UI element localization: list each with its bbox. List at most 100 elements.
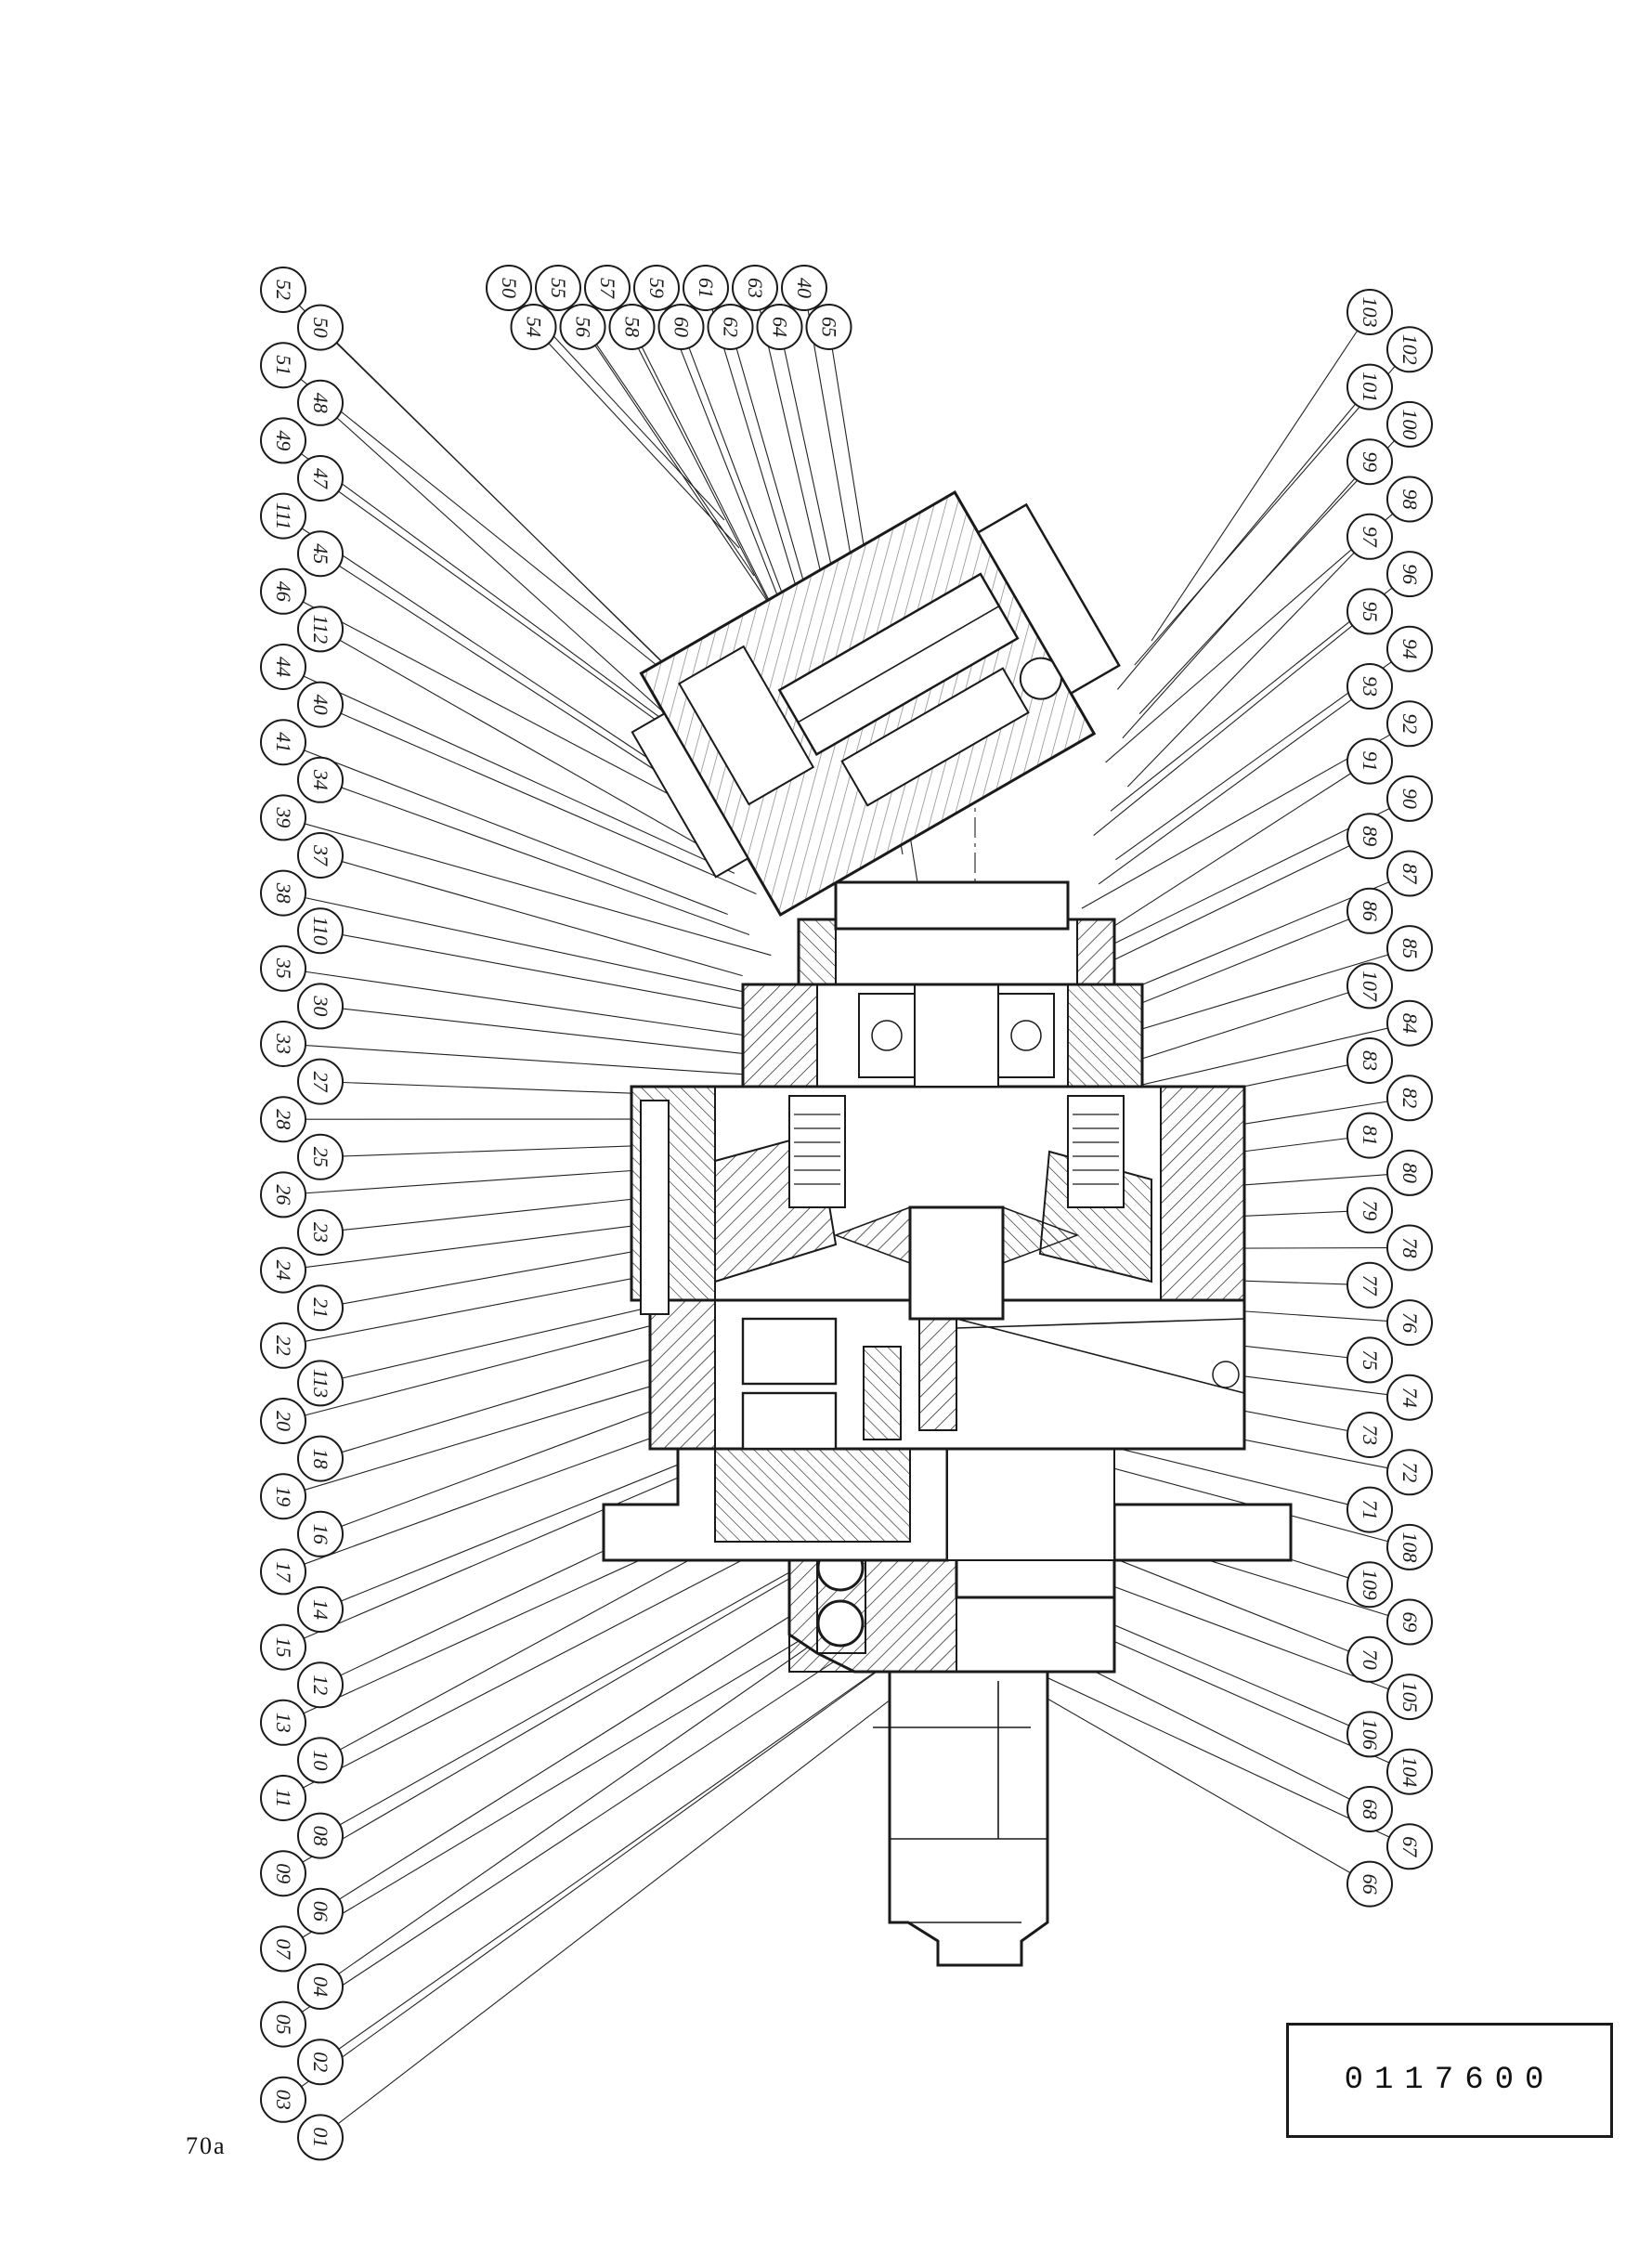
callout-circle	[1386, 326, 1433, 373]
callout-number: 106	[1359, 1719, 1382, 1750]
callout-58: 58	[608, 304, 656, 350]
callout-number: 81	[1359, 1126, 1382, 1146]
callout-109: 109	[1346, 1561, 1393, 1609]
callout-number: 08	[309, 1826, 332, 1846]
callout-08: 08	[297, 1812, 344, 1859]
callout-03: 03	[260, 2076, 306, 2123]
callout-number: 15	[272, 1637, 295, 1658]
callout-number: 110	[309, 917, 332, 945]
callout-number: 04	[309, 1976, 332, 1997]
callout-number: 70	[1359, 1649, 1382, 1670]
leader-line	[336, 417, 684, 731]
callout-circle	[1386, 400, 1433, 448]
callout-76: 76	[1386, 1299, 1433, 1347]
callout-66: 66	[1346, 1860, 1393, 1908]
leader-line	[1069, 845, 1350, 983]
callout-circle	[1386, 775, 1433, 822]
callout-28: 28	[260, 1096, 306, 1143]
callout-circle	[1346, 813, 1393, 860]
leader-line	[594, 345, 770, 605]
callout-95: 95	[1346, 588, 1393, 635]
callout-circle	[297, 1586, 344, 1633]
callout-circle	[1386, 1674, 1433, 1721]
callout-circle	[297, 1133, 344, 1180]
callout-circle	[297, 1661, 344, 1709]
callout-circle	[608, 304, 656, 350]
callout-circle	[260, 417, 306, 464]
callout-circle	[260, 2076, 306, 2123]
leader-line	[304, 749, 728, 916]
callout-99: 99	[1346, 438, 1393, 486]
callout-number: 76	[1398, 1312, 1422, 1333]
leader-line	[342, 1008, 779, 1059]
callout-number: 96	[1398, 564, 1422, 584]
callout-number: 28	[272, 1109, 295, 1129]
callout-11: 11	[260, 1775, 306, 1821]
callout-number: 58	[621, 317, 644, 337]
callout-circle	[1386, 1748, 1433, 1795]
leader-line	[339, 639, 714, 853]
callout-22: 22	[260, 1322, 306, 1369]
leader-line	[303, 675, 735, 874]
callout-circle	[1346, 1261, 1393, 1309]
leader-line	[1081, 734, 1391, 909]
callout-74: 74	[1386, 1374, 1433, 1421]
callout-number: 74	[1398, 1388, 1422, 1408]
callout-circle	[260, 1322, 306, 1369]
callout-circle	[260, 644, 306, 690]
callout-number: 71	[1359, 1500, 1382, 1520]
callout-number: 108	[1398, 1531, 1422, 1562]
callout-number: 10	[309, 1750, 332, 1770]
callout-number: 40	[309, 695, 332, 715]
callout-number: 48	[309, 393, 332, 413]
callout-number: 91	[1359, 751, 1382, 772]
callout-number: 113	[309, 1369, 332, 1398]
leader-line	[338, 1630, 934, 2050]
callout-02: 02	[297, 2039, 344, 2086]
leader-line	[570, 306, 755, 577]
leader-line	[1134, 366, 1396, 666]
callout-number: 57	[596, 278, 619, 299]
leader-line	[342, 934, 787, 1018]
callout-number: 69	[1398, 1612, 1422, 1633]
callout-24: 24	[260, 1246, 306, 1294]
callout-circle	[1386, 925, 1433, 972]
callout-number: 22	[272, 1335, 295, 1356]
callout-13: 13	[260, 1699, 306, 1746]
callout-number: 02	[309, 2052, 332, 2072]
callout-23: 23	[297, 1209, 344, 1256]
callout-number: 09	[272, 1863, 295, 1883]
callout-number: 103	[1359, 297, 1382, 328]
callout-38: 38	[260, 869, 306, 917]
callout-circle	[260, 1171, 306, 1218]
callout-25: 25	[297, 1133, 344, 1180]
callout-106: 106	[1346, 1711, 1393, 1758]
callout-70: 70	[1346, 1635, 1393, 1683]
callout-number: 78	[1398, 1238, 1422, 1258]
callout-circle	[297, 1058, 344, 1105]
callout-78: 78	[1386, 1224, 1433, 1271]
callout-circle	[1346, 1037, 1393, 1084]
callout-number: 26	[272, 1184, 295, 1205]
callout-89: 89	[1346, 813, 1393, 860]
callout-98: 98	[1386, 476, 1433, 523]
callout-circle	[297, 606, 344, 653]
callout-number: 12	[309, 1674, 332, 1695]
leader-line	[305, 1045, 801, 1079]
callout-circle	[584, 265, 631, 311]
callout-12: 12	[297, 1661, 344, 1709]
callout-circle	[297, 756, 344, 803]
callout-48: 48	[297, 379, 344, 426]
callout-63: 63	[732, 265, 778, 311]
leader-line	[302, 1528, 877, 1863]
callout-94: 94	[1386, 625, 1433, 672]
callout-77: 77	[1346, 1261, 1393, 1309]
callout-circle	[781, 265, 827, 311]
callout-number: 56	[572, 317, 595, 337]
callout-circle	[297, 304, 344, 351]
callout-circle	[1346, 887, 1393, 934]
leader-line	[335, 342, 691, 690]
callout-19: 19	[260, 1473, 306, 1520]
callout-circle	[1386, 625, 1433, 672]
callout-number: 24	[272, 1260, 295, 1281]
